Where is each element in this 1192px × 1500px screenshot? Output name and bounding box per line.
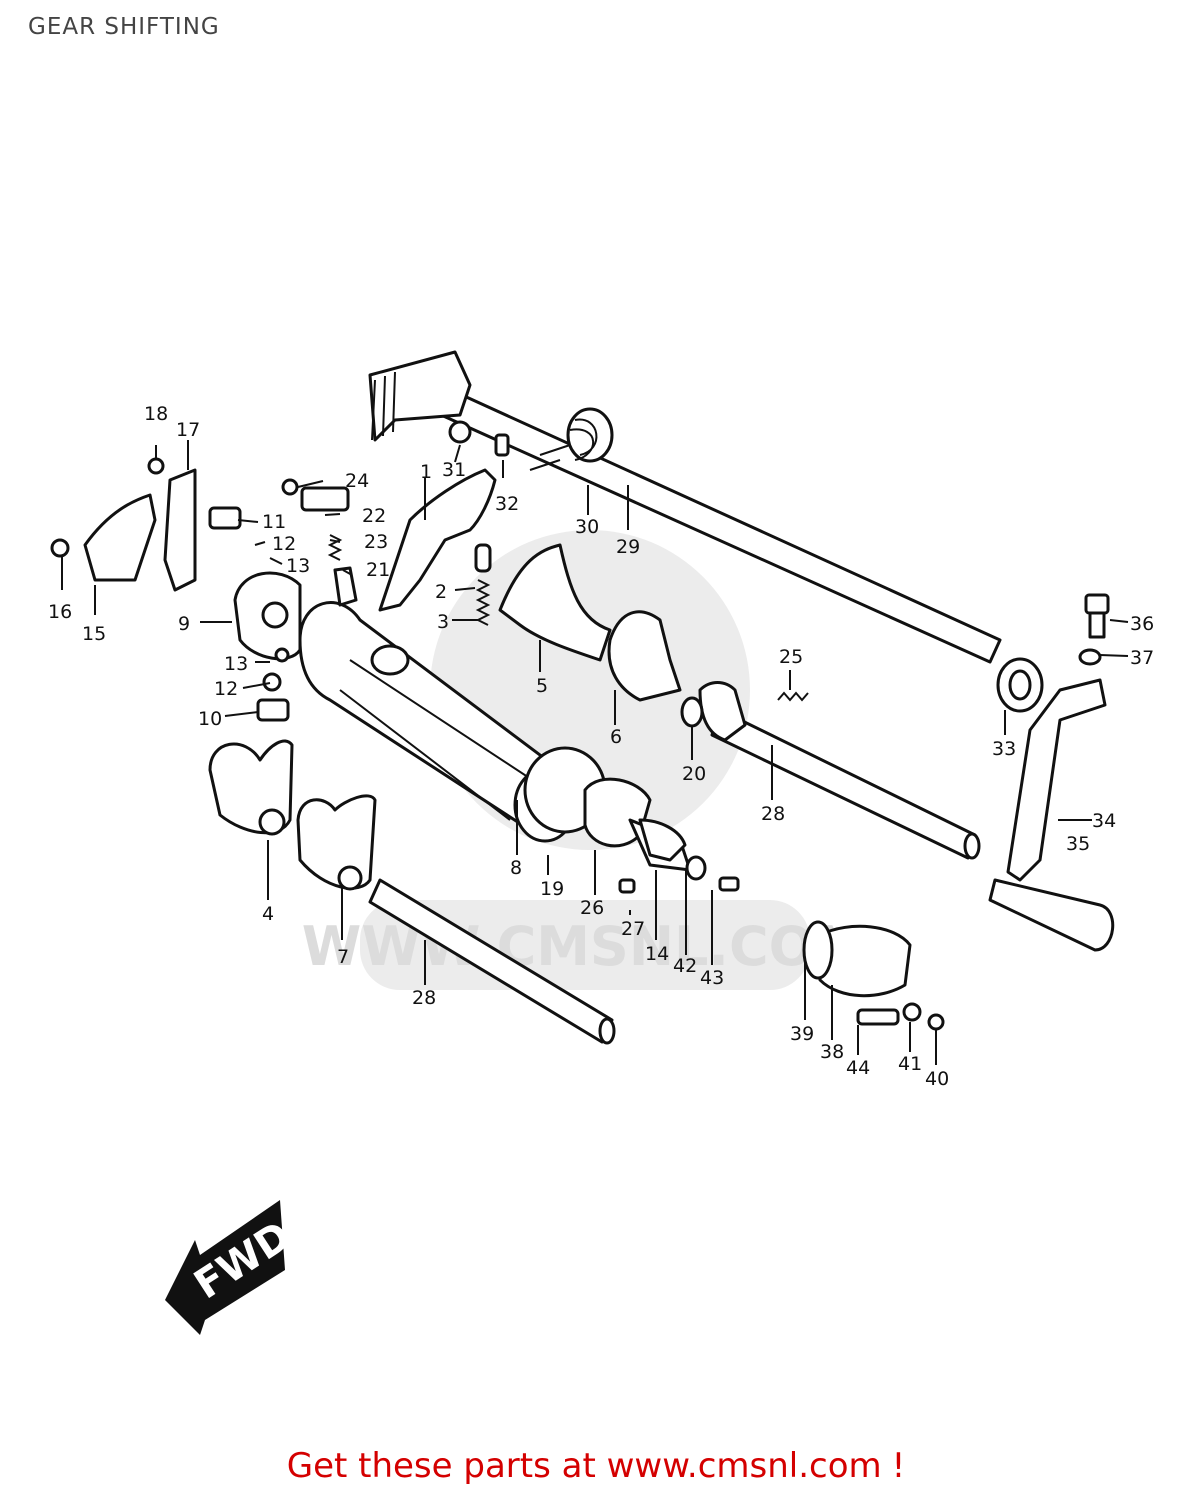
- callout-44: 44: [846, 1057, 870, 1079]
- callout-1: 1: [420, 461, 432, 483]
- callout-18: 18: [144, 403, 168, 425]
- callout-2: 2: [435, 581, 447, 603]
- gear-shift-lever: [988, 657, 1115, 952]
- callout-20: 20: [682, 763, 706, 785]
- callout-7: 7: [337, 946, 349, 968]
- callout-11: 11: [262, 511, 286, 533]
- leader-lines: [61, 440, 1129, 1065]
- callout-39: 39: [790, 1023, 814, 1045]
- callout-41: 41: [898, 1053, 922, 1075]
- callout-9: 9: [178, 613, 190, 635]
- callout-8: 8: [510, 857, 522, 879]
- shift-fork-5: [498, 543, 612, 662]
- fork-shaft-lower: [368, 878, 616, 1045]
- fwd-arrow: FWD: [165, 1200, 299, 1335]
- shift-fork-4: [208, 739, 294, 836]
- shift-shaft: [368, 350, 1002, 664]
- callout-28b: 28: [412, 987, 436, 1009]
- callout-25: 25: [779, 646, 803, 668]
- callout-43: 43: [700, 967, 724, 989]
- callout-6: 6: [610, 726, 622, 748]
- diagram-title: GEAR SHIFTING: [28, 14, 220, 40]
- callout-17: 17: [176, 419, 200, 441]
- callout-12b: 12: [214, 678, 238, 700]
- shift-fork-6: [607, 610, 682, 702]
- callout-40: 40: [925, 1068, 949, 1090]
- callout-16: 16: [48, 601, 72, 623]
- callout-32: 32: [495, 493, 519, 515]
- fork-shaft-upper: [710, 708, 981, 860]
- callout-labels: 1 2 3 4 5 6 7 8 9 10 11 12 12 13 13 14 1…: [48, 403, 1154, 1090]
- footer-exclamation: !: [891, 1446, 906, 1486]
- callout-4: 4: [262, 903, 274, 925]
- callout-37: 37: [1130, 647, 1154, 669]
- callout-21: 21: [366, 559, 390, 581]
- callout-13a: 13: [286, 555, 310, 577]
- callout-13b: 13: [224, 653, 248, 675]
- callout-3: 3: [437, 611, 449, 633]
- drum-end-plate: [233, 571, 692, 872]
- callout-42: 42: [673, 955, 697, 977]
- shift-fork-7: [296, 794, 377, 891]
- callout-10: 10: [198, 708, 222, 730]
- callout-22: 22: [362, 505, 386, 527]
- callout-15: 15: [82, 623, 106, 645]
- callout-28a: 28: [761, 803, 785, 825]
- callout-19: 19: [540, 878, 564, 900]
- watermark-text: WWW.CMSNL.COM: [302, 915, 868, 978]
- callout-30: 30: [575, 516, 599, 538]
- callout-31: 31: [442, 459, 466, 481]
- callout-35: 35: [1066, 833, 1090, 855]
- small-parts: [50, 420, 1110, 1031]
- callout-26: 26: [580, 897, 604, 919]
- callout-14: 14: [645, 943, 669, 965]
- callout-29: 29: [616, 536, 640, 558]
- callout-12a: 12: [272, 533, 296, 555]
- footer-link-banner[interactable]: Get these parts at www.cmsnl.com!: [0, 1446, 1192, 1486]
- footer-text: Get these parts at www.cmsnl.com: [286, 1446, 882, 1486]
- callout-33: 33: [992, 738, 1016, 760]
- gearshift-arm: [378, 468, 497, 612]
- callout-24: 24: [345, 470, 369, 492]
- callout-27: 27: [621, 918, 645, 940]
- callout-23: 23: [364, 531, 388, 553]
- callout-36: 36: [1130, 613, 1154, 635]
- callout-38: 38: [820, 1041, 844, 1063]
- callout-5: 5: [536, 675, 548, 697]
- callout-34: 34: [1092, 810, 1116, 832]
